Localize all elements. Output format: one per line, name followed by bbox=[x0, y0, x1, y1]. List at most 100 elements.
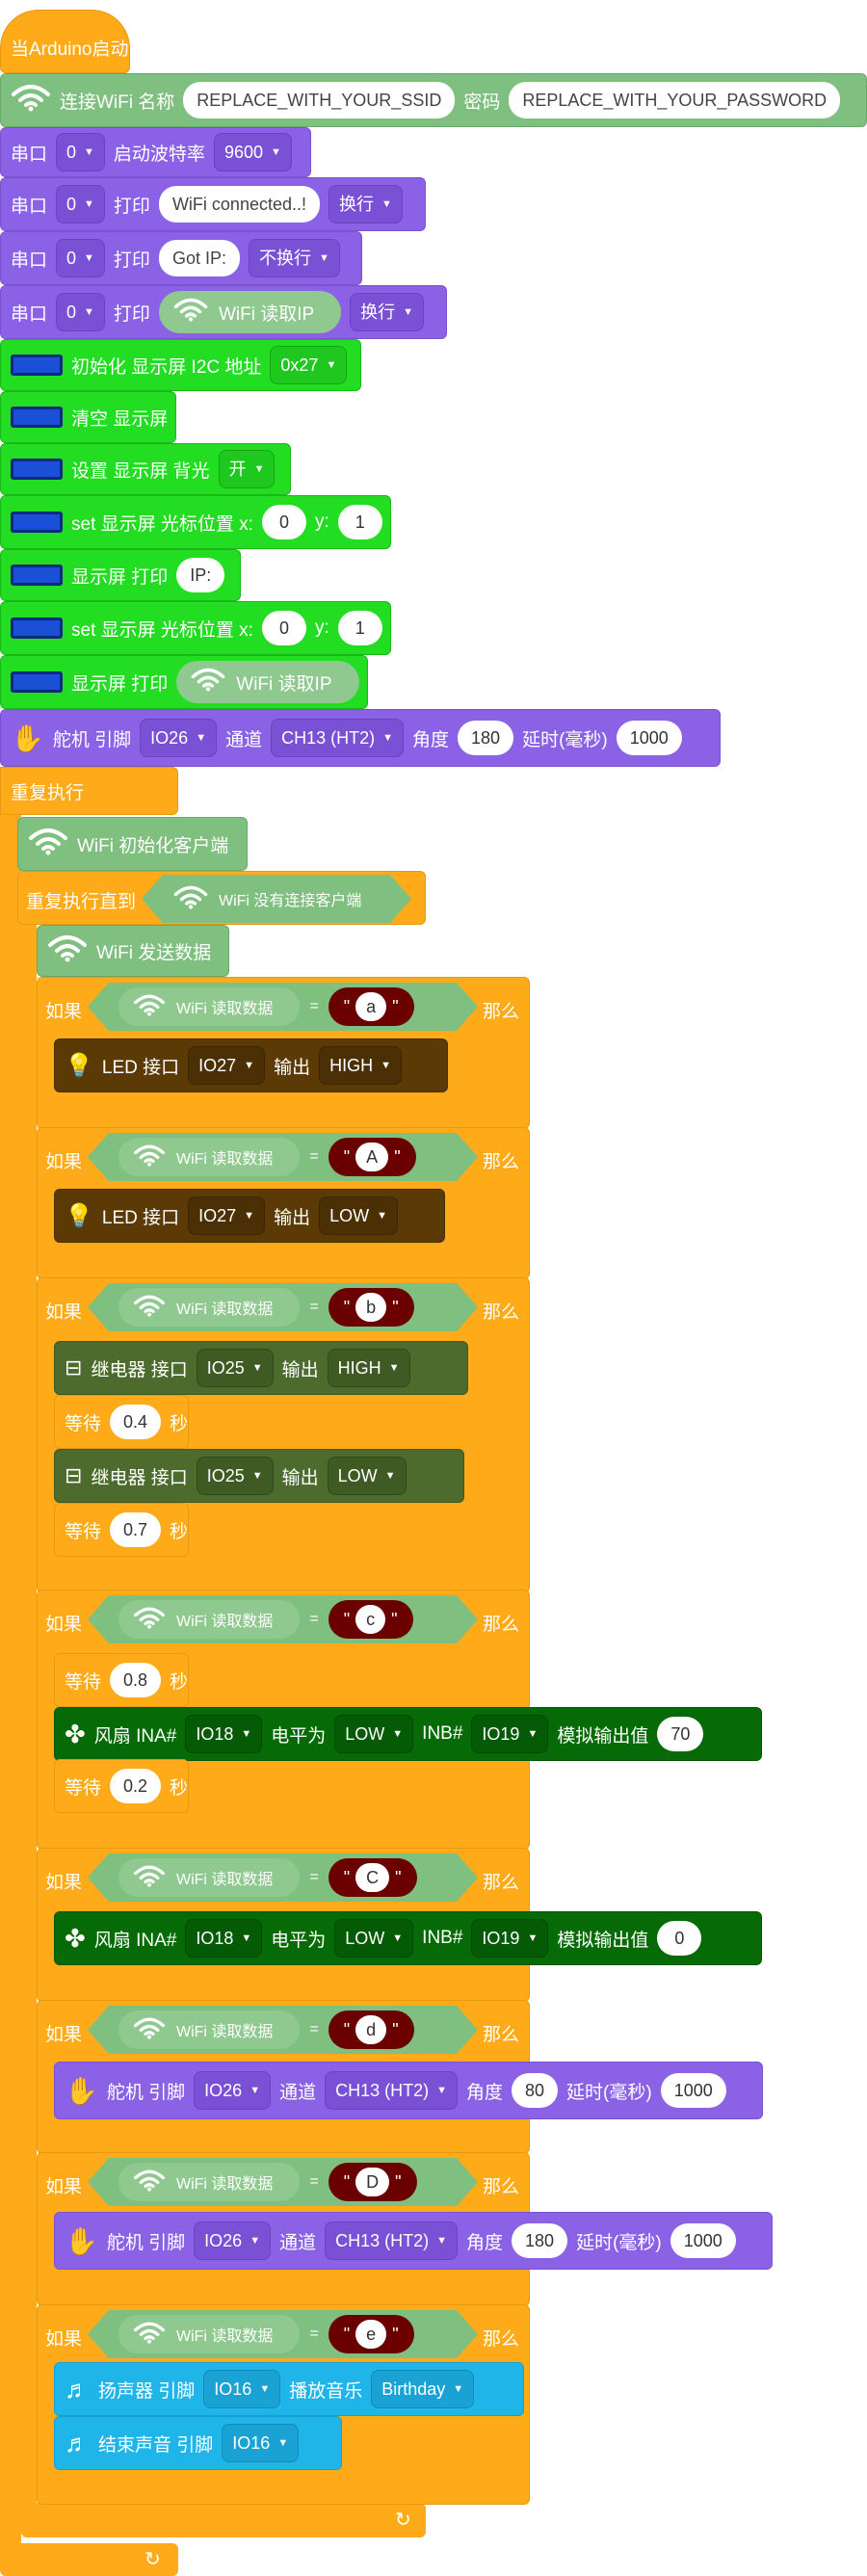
fan-block[interactable]: ✤ 风扇 INA# IO18▼ 电平为 LOW▼ INB# IO19▼ 模拟输出… bbox=[54, 1911, 762, 1965]
wifi-send-block[interactable]: WiFi 发送数据 bbox=[37, 925, 229, 977]
string-value[interactable]: e bbox=[355, 2320, 386, 2349]
fan-inb-dropdown[interactable]: IO19▼ bbox=[471, 1715, 549, 1753]
newline-dropdown[interactable]: 换行▼ bbox=[328, 185, 403, 223]
string-literal[interactable]: "D" bbox=[328, 2163, 417, 2201]
string-value[interactable]: b bbox=[355, 1293, 386, 1322]
fan-block[interactable]: ✤ 风扇 INA# IO18▼ 电平为 LOW▼ INB# IO19▼ 模拟输出… bbox=[54, 1707, 762, 1761]
fan-level-dropdown[interactable]: LOW▼ bbox=[334, 1919, 414, 1958]
compare-condition[interactable]: WiFi 读取数据 = "C" bbox=[88, 1853, 478, 1902]
fan-ina-dropdown[interactable]: IO18▼ bbox=[185, 1919, 263, 1958]
angle-field[interactable]: 180 bbox=[512, 2223, 568, 2258]
lcd-address-dropdown[interactable]: 0x27▼ bbox=[270, 346, 348, 384]
cursor-x-field[interactable]: 0 bbox=[261, 505, 306, 539]
led-block[interactable]: 💡 LED 接口 IO27▼ 输出 LOW▼ bbox=[54, 1189, 445, 1243]
backlight-dropdown[interactable]: 开▼ bbox=[218, 450, 276, 488]
servo-block[interactable]: ✋ 舵机 引脚 IO26▼ 通道 CH13 (HT2)▼ 角度 180 延时(毫… bbox=[54, 2212, 773, 2270]
cursor-x-field[interactable]: 0 bbox=[261, 611, 306, 645]
password-field[interactable]: REPLACE_WITH_YOUR_PASSWORD bbox=[509, 82, 841, 118]
string-literal[interactable]: "b" bbox=[328, 1288, 414, 1327]
serial-port-dropdown[interactable]: 0▼ bbox=[56, 185, 105, 223]
fan-analog-field[interactable]: 0 bbox=[657, 1921, 702, 1956]
wifi-connect-block[interactable]: 连接WiFi 名称 REPLACE_WITH_YOUR_SSID 密码 REPL… bbox=[0, 73, 867, 127]
newline-dropdown[interactable]: 不换行▼ bbox=[248, 239, 340, 277]
serial-print-block[interactable]: 串口 0▼ 打印 WiFi connected..! 换行▼ bbox=[0, 177, 426, 231]
led-pin-dropdown[interactable]: IO27▼ bbox=[188, 1196, 266, 1235]
wifi-read-data-reporter[interactable]: WiFi 读取数据 bbox=[118, 2315, 300, 2353]
compare-condition[interactable]: WiFi 读取数据 = "d" bbox=[88, 2006, 478, 2054]
string-value[interactable]: D bbox=[355, 2168, 389, 2196]
led-level-dropdown[interactable]: HIGH▼ bbox=[319, 1046, 402, 1085]
buzzer-stop-block[interactable]: ♬ 结束声音 引脚 IO16▼ bbox=[54, 2416, 342, 2470]
servo-pin-dropdown[interactable]: IO26▼ bbox=[194, 2071, 272, 2110]
servo-block[interactable]: ✋ 舵机 引脚 IO26▼ 通道 CH13 (HT2)▼ 角度 180 延时(毫… bbox=[0, 709, 721, 767]
wifi-read-ip-reporter[interactable]: WiFi 读取IP bbox=[158, 291, 342, 333]
compare-condition[interactable]: WiFi 读取数据 = "a" bbox=[88, 983, 478, 1031]
string-literal[interactable]: "a" bbox=[328, 987, 414, 1026]
channel-dropdown[interactable]: CH13 (HT2)▼ bbox=[325, 2221, 458, 2260]
lcd-init-block[interactable]: 初始化 显示屏 I2C 地址 0x27▼ bbox=[0, 339, 361, 391]
led-block[interactable]: 💡 LED 接口 IO27▼ 输出 HIGH▼ bbox=[54, 1038, 448, 1092]
fan-inb-dropdown[interactable]: IO19▼ bbox=[471, 1919, 549, 1958]
string-literal[interactable]: "C" bbox=[328, 1858, 417, 1897]
wifi-read-data-reporter[interactable]: WiFi 读取数据 bbox=[118, 1858, 300, 1897]
compare-condition[interactable]: WiFi 读取数据 = "A" bbox=[88, 1133, 478, 1181]
baud-dropdown[interactable]: 9600▼ bbox=[213, 133, 292, 171]
relay-block[interactable]: ⊟ 继电器 接口 IO25▼ 输出 HIGH▼ bbox=[54, 1341, 468, 1395]
forever-block[interactable]: 重复执行 bbox=[0, 767, 178, 815]
buzzer-play-block[interactable]: ♬ 扬声器 引脚 IO16▼ 播放音乐 Birthday▼ bbox=[54, 2362, 524, 2416]
serial-print-block[interactable]: 串口 0▼ 打印 WiFi 读取IP 换行▼ bbox=[0, 285, 447, 339]
servo-pin-dropdown[interactable]: IO26▼ bbox=[194, 2221, 272, 2260]
wifi-read-data-reporter[interactable]: WiFi 读取数据 bbox=[118, 2011, 300, 2049]
relay-level-dropdown[interactable]: HIGH▼ bbox=[327, 1349, 410, 1387]
serial-port-dropdown[interactable]: 0▼ bbox=[56, 133, 105, 171]
string-value[interactable]: c bbox=[355, 1605, 385, 1634]
wifi-read-data-reporter[interactable]: WiFi 读取数据 bbox=[118, 987, 300, 1026]
wifi-read-data-reporter[interactable]: WiFi 读取数据 bbox=[118, 1138, 300, 1176]
serial-port-dropdown[interactable]: 0▼ bbox=[56, 293, 105, 331]
serial-print-block[interactable]: 串口 0▼ 打印 Got IP: 不换行▼ bbox=[0, 231, 362, 285]
lcd-backlight-block[interactable]: 设置 显示屏 背光 开▼ bbox=[0, 443, 291, 495]
angle-field[interactable]: 180 bbox=[458, 721, 514, 755]
compare-condition[interactable]: WiFi 读取数据 = "b" bbox=[88, 1283, 478, 1331]
compare-condition[interactable]: WiFi 读取数据 = "c" bbox=[88, 1595, 478, 1643]
fan-analog-field[interactable]: 70 bbox=[657, 1717, 704, 1751]
angle-field[interactable]: 80 bbox=[512, 2073, 559, 2108]
print-text-field[interactable]: Got IP: bbox=[158, 240, 240, 276]
wait-seconds-field[interactable]: 0.4 bbox=[110, 1405, 162, 1439]
newline-dropdown[interactable]: 换行▼ bbox=[350, 293, 425, 331]
fan-level-dropdown[interactable]: LOW▼ bbox=[334, 1715, 414, 1753]
cursor-y-field[interactable]: 1 bbox=[337, 611, 382, 645]
relay-level-dropdown[interactable]: LOW▼ bbox=[327, 1457, 407, 1495]
wait-block[interactable]: 等待 0.7 秒 bbox=[54, 1503, 189, 1557]
cursor-y-field[interactable]: 1 bbox=[337, 505, 382, 539]
relay-pin-dropdown[interactable]: IO25▼ bbox=[196, 1349, 274, 1387]
wifi-read-data-reporter[interactable]: WiFi 读取数据 bbox=[118, 1288, 300, 1327]
led-pin-dropdown[interactable]: IO27▼ bbox=[188, 1046, 266, 1085]
led-level-dropdown[interactable]: LOW▼ bbox=[319, 1196, 398, 1235]
wifi-not-connected-condition[interactable]: WiFi 没有连接客户端 bbox=[142, 875, 411, 923]
lcd-print-block[interactable]: 显示屏 打印 IP: bbox=[0, 549, 241, 601]
channel-dropdown[interactable]: CH13 (HT2)▼ bbox=[271, 719, 404, 757]
string-literal[interactable]: "c" bbox=[328, 1600, 413, 1639]
servo-pin-dropdown[interactable]: IO26▼ bbox=[140, 719, 218, 757]
string-literal[interactable]: "A" bbox=[328, 1138, 416, 1176]
wait-seconds-field[interactable]: 0.2 bbox=[110, 1769, 162, 1803]
delay-field[interactable]: 1000 bbox=[660, 2073, 726, 2108]
wifi-read-data-reporter[interactable]: WiFi 读取数据 bbox=[118, 1600, 300, 1639]
string-value[interactable]: d bbox=[355, 2015, 386, 2044]
buzzer-pin-dropdown[interactable]: IO16▼ bbox=[203, 2370, 281, 2408]
repeat-until-block[interactable]: 重复执行直到 WiFi 没有连接客户端 bbox=[17, 871, 426, 925]
string-literal[interactable]: "e" bbox=[328, 2315, 414, 2353]
wifi-init-client-block[interactable]: WiFi 初始化客户端 bbox=[17, 817, 248, 871]
string-value[interactable]: a bbox=[355, 992, 386, 1021]
wait-block[interactable]: 等待 0.8 秒 bbox=[54, 1653, 189, 1707]
channel-dropdown[interactable]: CH13 (HT2)▼ bbox=[325, 2071, 458, 2110]
lcd-print-text-field[interactable]: IP: bbox=[176, 558, 225, 592]
song-dropdown[interactable]: Birthday▼ bbox=[371, 2370, 475, 2408]
wifi-read-ip-reporter[interactable]: WiFi 读取IP bbox=[176, 661, 359, 703]
wait-seconds-field[interactable]: 0.8 bbox=[110, 1663, 162, 1697]
compare-condition[interactable]: WiFi 读取数据 = "e" bbox=[88, 2310, 478, 2358]
lcd-print-block[interactable]: 显示屏 打印 WiFi 读取IP bbox=[0, 655, 368, 709]
wait-block[interactable]: 等待 0.2 秒 bbox=[54, 1759, 189, 1813]
fan-ina-dropdown[interactable]: IO18▼ bbox=[185, 1715, 263, 1753]
